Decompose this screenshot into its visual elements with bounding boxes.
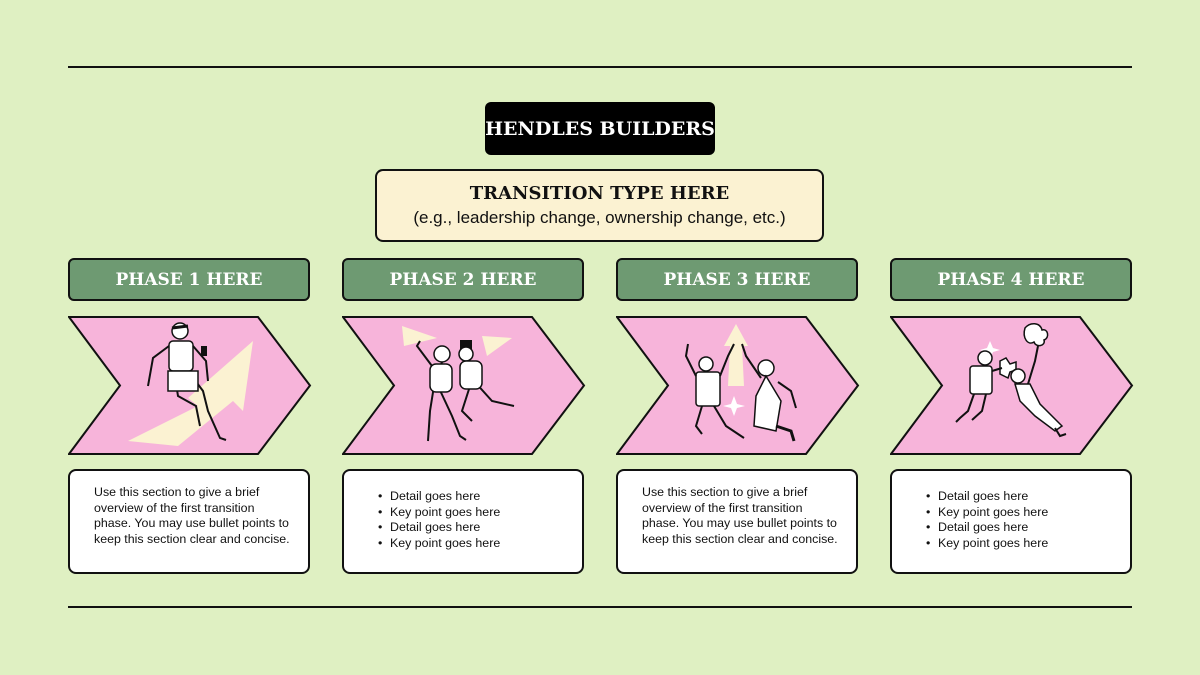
two-people-dancing-illustration (402, 326, 515, 442)
phase-1-text: Use this section to give a brief overvie… (94, 485, 290, 546)
phase-4-bullet-list: Detail goes here Key point goes here Det… (916, 489, 1112, 551)
company-title: HENDLES BUILDERS (485, 102, 715, 155)
phase-1-header: PHASE 1 HERE (68, 258, 310, 301)
transition-subtitle: (e.g., leadership change, ownership chan… (413, 208, 786, 227)
phase-1-chevron (68, 316, 312, 455)
list-item: Key point goes here (926, 505, 1112, 521)
phase-3-chevron (616, 316, 860, 455)
list-item: Key point goes here (926, 536, 1112, 552)
person-climbing-arrow-illustration (128, 322, 253, 446)
phase-2-chevron (342, 316, 586, 455)
bottom-divider (68, 606, 1132, 608)
top-divider (68, 66, 1132, 68)
list-item: Key point goes here (378, 536, 564, 552)
phase-3-header: PHASE 3 HERE (616, 258, 858, 301)
list-item: Detail goes here (926, 520, 1112, 536)
transition-title: TRANSITION TYPE HERE (469, 183, 730, 204)
phase-2-description: Detail goes here Key point goes here Det… (342, 469, 584, 574)
list-item: Detail goes here (378, 489, 564, 505)
list-item: Detail goes here (926, 489, 1112, 505)
list-item: Key point goes here (378, 505, 564, 521)
phase-3-text: Use this section to give a brief overvie… (642, 485, 838, 546)
people-puzzle-pieces-illustration (955, 323, 1067, 438)
phase-3-description: Use this section to give a brief overvie… (616, 469, 858, 574)
phase-1-description: Use this section to give a brief overvie… (68, 469, 310, 574)
transition-type-box: TRANSITION TYPE HERE (e.g., leadership c… (375, 169, 824, 242)
people-high-five-illustration (684, 324, 797, 442)
phase-4-description: Detail goes here Key point goes here Det… (890, 469, 1132, 574)
phase-4-chevron (890, 316, 1134, 455)
list-item: Detail goes here (378, 520, 564, 536)
phase-4-header: PHASE 4 HERE (890, 258, 1132, 301)
phase-2-header: PHASE 2 HERE (342, 258, 584, 301)
phase-2-bullet-list: Detail goes here Key point goes here Det… (368, 489, 564, 551)
